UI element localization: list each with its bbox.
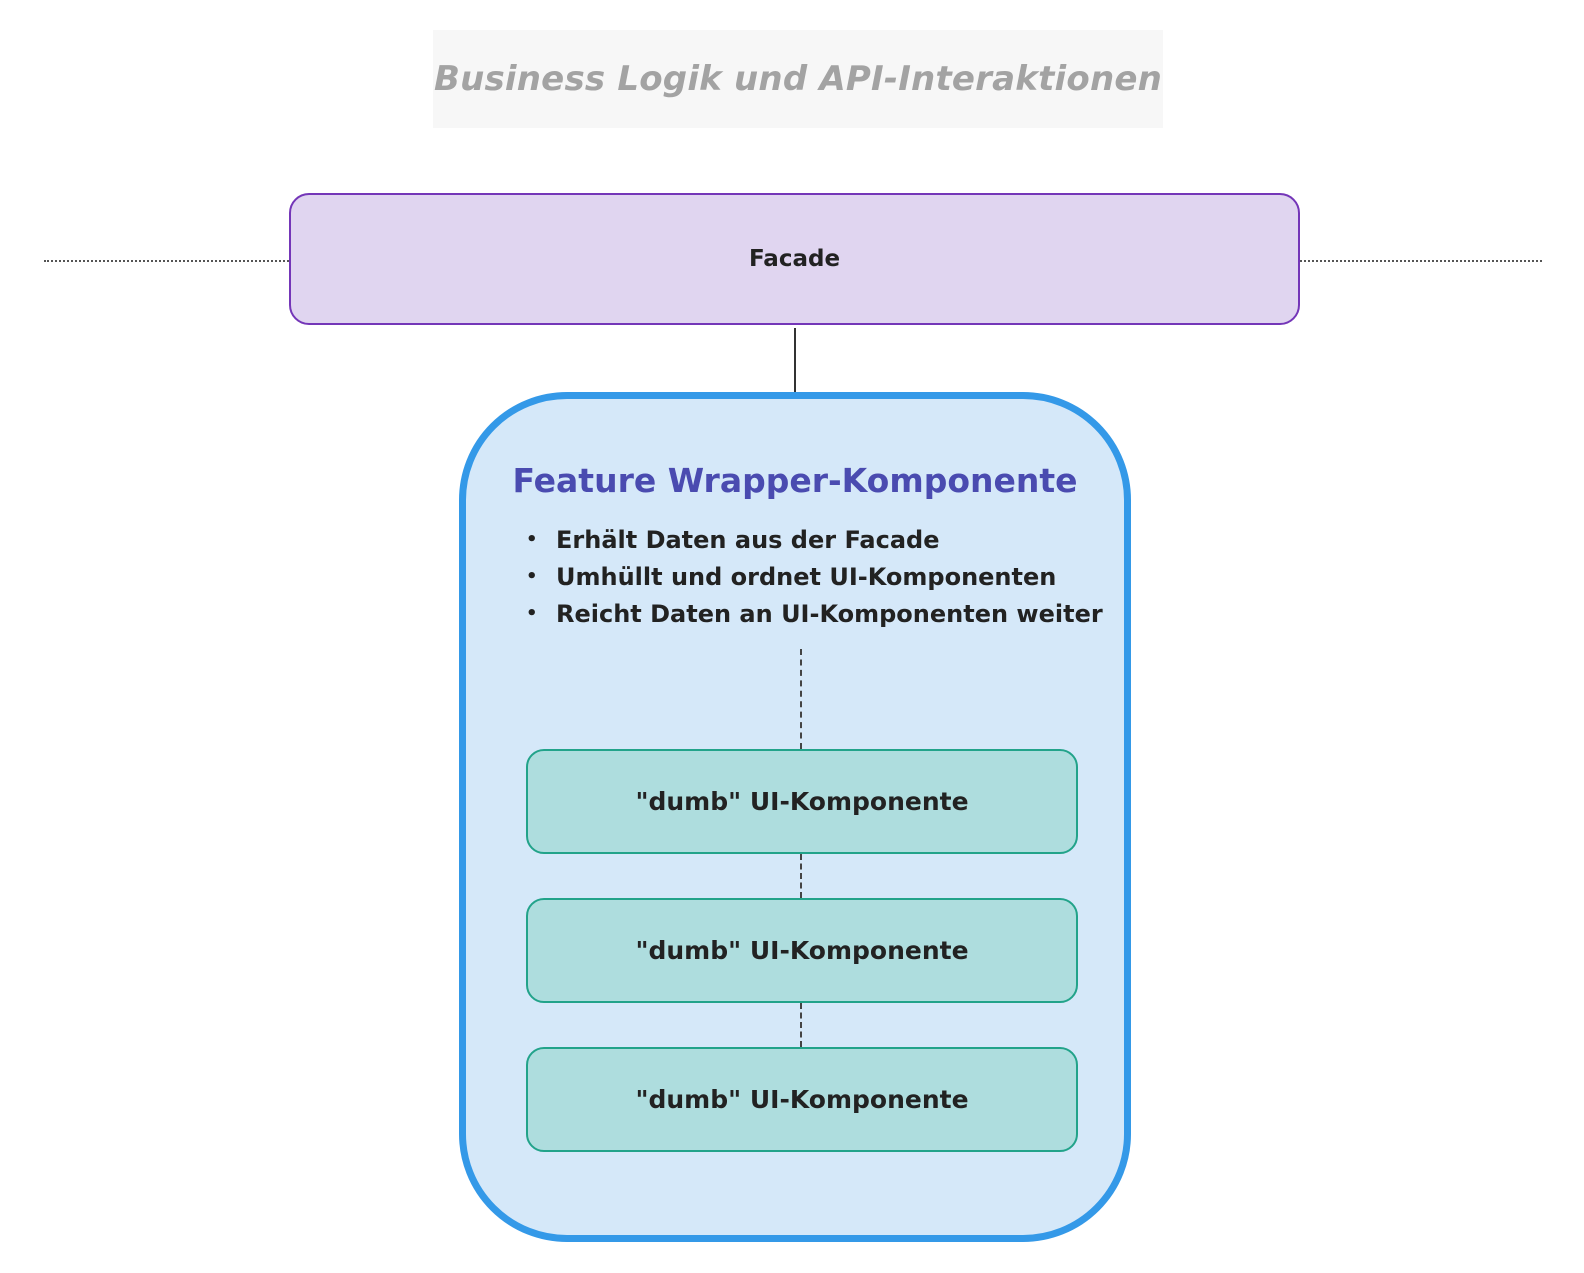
wrapper-to-ui-connector bbox=[800, 649, 802, 749]
bullet-text: Erhält Daten aus der Facade bbox=[556, 525, 940, 554]
wrapper-title: Feature Wrapper-Komponente bbox=[512, 461, 1078, 500]
ui-component-label: "dumb" UI-Komponente bbox=[635, 1085, 969, 1114]
bullet-icon: • bbox=[526, 603, 538, 624]
dotted-line-left bbox=[44, 260, 289, 262]
ui-component-label: "dumb" UI-Komponente bbox=[635, 787, 969, 816]
ui-component-label: "dumb" UI-Komponente bbox=[635, 936, 969, 965]
bullet-item: • Erhält Daten aus der Facade bbox=[526, 521, 1103, 558]
bullet-item: • Umhüllt und ordnet UI-Komponenten bbox=[526, 558, 1103, 595]
diagram-title-box: Business Logik und API-Interaktionen bbox=[433, 30, 1163, 128]
diagram-title: Business Logik und API-Interaktionen bbox=[433, 59, 1163, 99]
facade-label: Facade bbox=[748, 246, 841, 272]
feature-wrapper-node[interactable]: Feature Wrapper-Komponente • Erhält Date… bbox=[459, 392, 1131, 1242]
bullet-text: Reicht Daten an UI-Komponenten weiter bbox=[556, 599, 1103, 628]
facade-node[interactable]: Facade bbox=[289, 193, 1300, 325]
ui-connector-2-3 bbox=[800, 1003, 802, 1047]
wrapper-bullet-list: • Erhält Daten aus der Facade • Umhüllt … bbox=[526, 521, 1103, 632]
ui-component-node-3[interactable]: "dumb" UI-Komponente bbox=[526, 1047, 1078, 1152]
dotted-line-right bbox=[1300, 260, 1542, 262]
bullet-icon: • bbox=[526, 566, 538, 587]
ui-component-node-1[interactable]: "dumb" UI-Komponente bbox=[526, 749, 1078, 854]
ui-connector-1-2 bbox=[800, 854, 802, 898]
bullet-icon: • bbox=[526, 529, 538, 550]
facade-to-wrapper-connector bbox=[794, 328, 796, 392]
bullet-item: • Reicht Daten an UI-Komponenten weiter bbox=[526, 595, 1103, 632]
bullet-text: Umhüllt und ordnet UI-Komponenten bbox=[556, 562, 1057, 591]
ui-component-node-2[interactable]: "dumb" UI-Komponente bbox=[526, 898, 1078, 1003]
